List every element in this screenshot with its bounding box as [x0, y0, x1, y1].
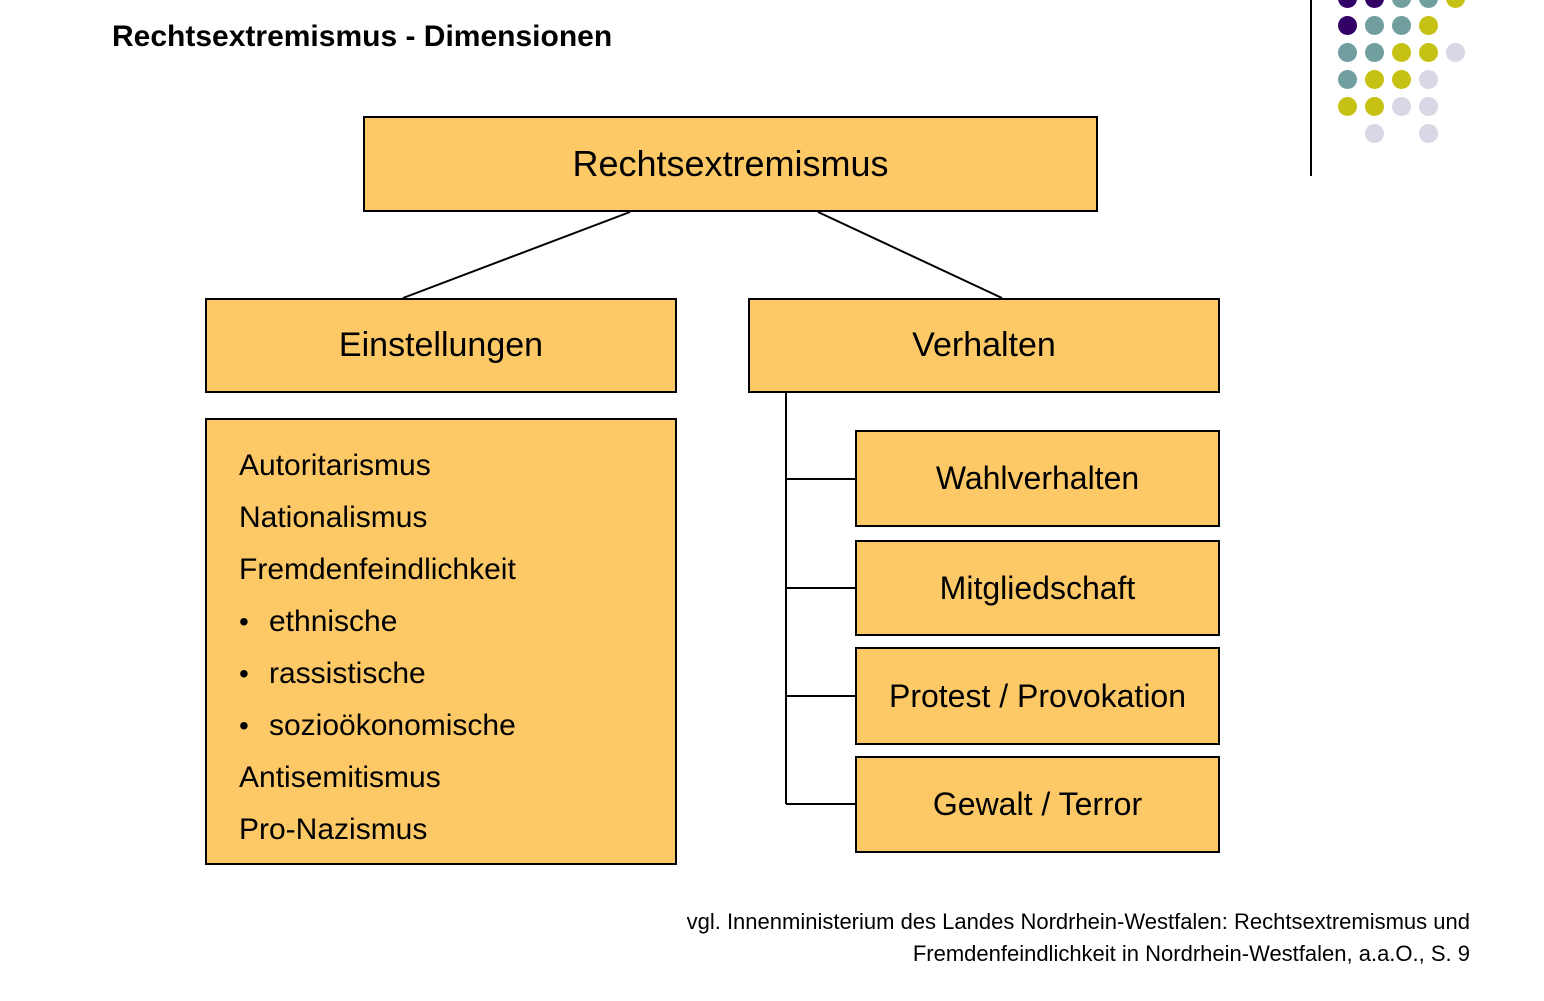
list-item-label: Pro-Nazismus	[239, 813, 428, 846]
list-item-label: ethnische	[269, 605, 398, 638]
connector-root-einstellungen	[402, 211, 631, 299]
list-item-label: Autoritarismus	[239, 449, 431, 482]
einstellungen-list-box: Autoritarismus Nationalismus Fremdenfein…	[205, 418, 677, 865]
list-item-label: Fremdenfeindlichkeit	[239, 553, 516, 586]
list-item: Nationalismus	[239, 492, 665, 544]
node-mitgliedschaft: Mitgliedschaft	[855, 540, 1220, 636]
list-item-label: rassistische	[269, 657, 426, 690]
list-item: Autoritarismus	[239, 440, 665, 492]
decor-vertical-rule	[1310, 0, 1312, 176]
node-einstellungen: Einstellungen	[205, 298, 677, 393]
citation: vgl. Innenministerium des Landes Nordrhe…	[687, 906, 1470, 970]
list-item: Fremdenfeindlichkeit	[239, 544, 665, 596]
connector-root-verhalten	[817, 211, 1003, 299]
node-rechtsextremismus: Rechtsextremismus	[363, 116, 1098, 212]
slide-title: Rechtsextremismus - Dimensionen	[112, 20, 613, 53]
bullet-icon: •	[239, 658, 249, 689]
node-protest-provokation: Protest / Provokation	[855, 647, 1220, 745]
citation-line-1: vgl. Innenministerium des Landes Nordrhe…	[686, 909, 1470, 934]
bullet-icon: •	[239, 710, 249, 741]
bullet-icon: •	[239, 606, 249, 637]
citation-line-2: Fremdenfeindlichkeit in Nordrhein-Westfa…	[912, 941, 1470, 966]
list-item-label: sozioökonomische	[269, 709, 516, 742]
list-item: • sozioökonomische	[239, 700, 665, 752]
list-item: • rassistische	[239, 648, 665, 700]
list-item: Pro-Nazismus	[239, 804, 665, 856]
node-verhalten: Verhalten	[748, 298, 1220, 393]
node-gewalt-terror: Gewalt / Terror	[855, 756, 1220, 853]
list-item-label: Antisemitismus	[239, 761, 441, 794]
list-item: • ethnische	[239, 596, 665, 648]
node-wahlverhalten: Wahlverhalten	[855, 430, 1220, 527]
list-item: Antisemitismus	[239, 752, 665, 804]
list-item-label: Nationalismus	[239, 501, 428, 534]
